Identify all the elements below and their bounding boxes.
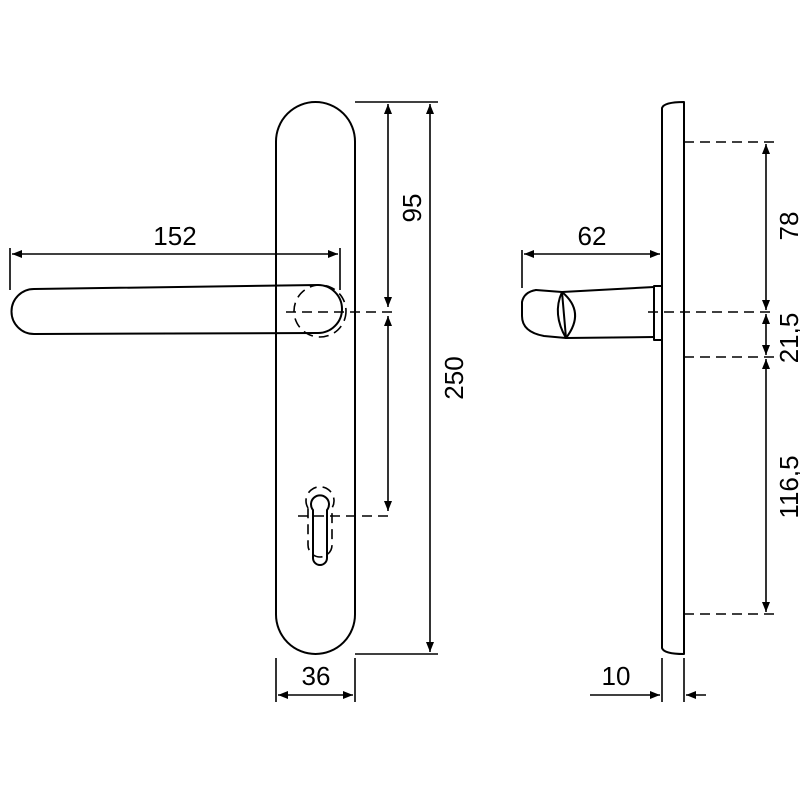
dim-projection: 62 <box>521 221 663 288</box>
dim-label-36: 36 <box>302 661 331 691</box>
dim-label-116-5: 116,5 <box>774 455 800 518</box>
side-plate-outline <box>661 101 685 655</box>
spindle-center-circle <box>293 284 347 338</box>
dim-label-95: 95 <box>397 194 427 223</box>
dim-label-78: 78 <box>774 212 800 241</box>
dim-side-spindle: 21,5 <box>762 313 800 364</box>
cylinder-profile <box>298 486 390 566</box>
side-view: 62 10 78 21,5 116,5 <box>521 101 800 702</box>
dim-label-152: 152 <box>153 221 196 251</box>
dim-plate-thickness: 10 <box>590 658 706 702</box>
dim-label-21-5: 21,5 <box>774 313 800 364</box>
dim-top-to-spindle: 95 <box>384 104 427 307</box>
dim-plate-height: 250 <box>426 104 469 652</box>
dim-label-62: 62 <box>578 221 607 251</box>
dim-label-10: 10 <box>602 661 631 691</box>
dim-side-lower: 116,5 <box>762 359 800 612</box>
front-view: 152 36 95 250 <box>9 101 469 702</box>
backplate-outline <box>275 101 356 655</box>
side-lever-profile <box>521 286 655 339</box>
dim-side-upper: 78 <box>762 144 800 310</box>
dim-plate-width: 36 <box>275 658 356 702</box>
dim-lever-length: 152 <box>9 221 341 290</box>
lever-outline <box>10 284 343 335</box>
dim-label-250: 250 <box>439 356 469 399</box>
side-rose <box>653 285 663 341</box>
